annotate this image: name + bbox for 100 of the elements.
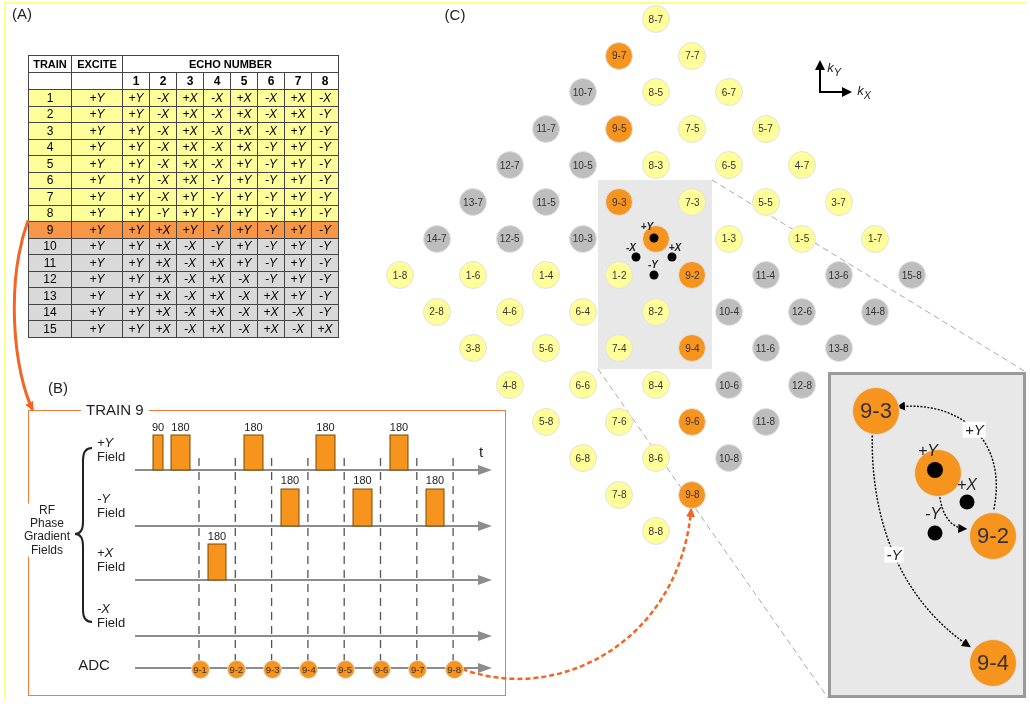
kspace-sample-circle: 11-4 bbox=[751, 261, 780, 290]
panel-letter: (A) bbox=[12, 5, 32, 23]
kspace-sample-circle: 8-4 bbox=[641, 371, 670, 399]
kspace-sample-circle: 5-7 bbox=[751, 114, 780, 143]
kspace-sample-circle: 11-7 bbox=[532, 114, 561, 143]
arrow bbox=[896, 402, 997, 510]
kspace-sample-circle: 9-8 bbox=[678, 480, 707, 509]
kspace-sample-circle: 5-8 bbox=[532, 407, 561, 436]
kspace-sample-circle: 1-2 bbox=[605, 261, 634, 290]
pulse-label: 180 bbox=[353, 473, 372, 487]
direction-label: +X bbox=[957, 476, 977, 494]
kspace-sample-circle: 7-8 bbox=[605, 480, 634, 509]
kspace-sample-circle: 1-8 bbox=[386, 261, 414, 290]
pulse-label: 180 bbox=[207, 529, 227, 543]
kspace-sample-circle: 5-5 bbox=[751, 188, 780, 216]
pulse-label: 180 bbox=[280, 473, 300, 487]
kspace-sample-circle: 4-6 bbox=[495, 297, 524, 326]
kspace-sample-circle: 1-7 bbox=[861, 224, 890, 253]
kspace-sample-circle: 11-8 bbox=[751, 407, 780, 436]
echo-circle: 9-4 bbox=[969, 639, 1017, 687]
kspace-sample-circle: 6-6 bbox=[568, 371, 597, 399]
pulse-label: 180 bbox=[171, 420, 190, 434]
adc-sample-circle: 9-3 bbox=[263, 659, 283, 679]
kspace-sample-circle: 7-7 bbox=[678, 41, 707, 70]
kspace-sample-circle: 1-6 bbox=[459, 261, 488, 290]
axis-label: k$_{X}$ bbox=[857, 84, 871, 102]
kspace-sample-circle: 10-8 bbox=[714, 444, 743, 473]
echo-circle: 9-3 bbox=[852, 387, 900, 435]
axis-label: +X Field bbox=[97, 545, 127, 575]
kspace-sample-circle: 4-8 bbox=[495, 371, 524, 399]
kspace-sample-circle: 10-7 bbox=[568, 78, 597, 107]
kspace-sample-circle: 10-3 bbox=[568, 224, 597, 253]
panel-letter: (C) bbox=[444, 6, 466, 24]
pulse-label: 180 bbox=[316, 420, 335, 434]
kspace-sample-circle: 8-3 bbox=[641, 151, 670, 180]
kspace-sample-circle: 1-3 bbox=[714, 224, 743, 253]
kspace-sample-circle: 14-8 bbox=[861, 297, 890, 326]
adc-sample-circle: 9-7 bbox=[408, 659, 428, 679]
kspace-sample-circle: 9-3 bbox=[605, 188, 634, 216]
direction-label: -Y bbox=[648, 258, 658, 270]
kspace-sample-circle: 7-6 bbox=[605, 407, 634, 436]
kspace-sample-circle: 12-5 bbox=[495, 224, 524, 253]
kspace-sample-circle: 13-8 bbox=[824, 334, 853, 363]
edge-label: +Y bbox=[962, 421, 986, 438]
axis-label: -X Field bbox=[97, 601, 127, 631]
kspace-sample-circle: 9-6 bbox=[678, 407, 707, 436]
kspace-sample-circle: 7-3 bbox=[678, 188, 707, 216]
axis-label: t bbox=[478, 443, 484, 461]
axis-label: -Y Field bbox=[97, 491, 127, 521]
direction-label: -Y bbox=[925, 505, 941, 523]
kspace-sample-circle: 10-4 bbox=[714, 297, 743, 326]
pulse-label: 180 bbox=[425, 473, 445, 487]
kspace-sample-circle: 9-5 bbox=[605, 114, 634, 143]
kspace-sample-circle: 9-7 bbox=[605, 41, 634, 70]
edge-label: -Y bbox=[884, 546, 904, 564]
kspace-sample-circle: 6-7 bbox=[714, 78, 743, 107]
brace-label: RF Phase Gradient Fields bbox=[21, 503, 73, 557]
kspace-sample-circle: 2-8 bbox=[422, 297, 451, 326]
kspace-sample-circle: 9-4 bbox=[678, 334, 707, 363]
kspace-sample-circle: 9-2 bbox=[678, 261, 707, 290]
panel-letter: (B) bbox=[48, 379, 68, 397]
adc-sample-circle: 9-8 bbox=[444, 659, 464, 679]
kspace-sample-circle: 8-7 bbox=[641, 5, 670, 33]
kspace-sample-circle: 10-5 bbox=[568, 151, 597, 180]
kspace-sample-circle bbox=[641, 224, 670, 253]
kspace-sample-circle: 3-8 bbox=[459, 334, 488, 363]
echo-circle: 9-2 bbox=[969, 512, 1017, 560]
kspace-sample-circle: 8-8 bbox=[641, 517, 670, 546]
kspace-sample-circle: 14-7 bbox=[422, 224, 451, 253]
kspace-sample-circle: 8-5 bbox=[641, 78, 670, 107]
kspace-sample-circle: 15-8 bbox=[897, 261, 926, 290]
adc-sample-circle: 9-1 bbox=[190, 659, 210, 679]
kspace-sample-circle: 13-7 bbox=[459, 188, 488, 216]
axis-label: +Y Field bbox=[97, 435, 127, 465]
kspace-sample-circle: 5-6 bbox=[532, 334, 561, 363]
adc-sample-circle: 9-4 bbox=[299, 659, 319, 679]
kspace-sample-circle: 8-6 bbox=[641, 444, 670, 473]
kspace-sample-circle: 10-6 bbox=[714, 371, 743, 399]
kspace-sample-circle: 1-5 bbox=[788, 224, 817, 253]
kspace-sample-circle: 7-5 bbox=[678, 114, 707, 143]
kspace-sample-circle: 11-5 bbox=[532, 188, 561, 216]
kspace-sample-circle: 6-4 bbox=[568, 297, 597, 326]
direction-label: -X bbox=[626, 241, 636, 253]
kspace-sample-circle: 13-6 bbox=[824, 261, 853, 290]
direction-label: +Y bbox=[640, 220, 654, 232]
kspace-sample-circle: 8-2 bbox=[641, 297, 670, 326]
kspace-sample-circle: 11-6 bbox=[751, 334, 780, 363]
adc-sample-circle: 9-2 bbox=[226, 659, 246, 679]
zoom-inset-panel bbox=[828, 372, 1026, 698]
axis-label: ADC bbox=[78, 656, 110, 674]
arrow bbox=[462, 507, 695, 681]
pulse-label: 180 bbox=[244, 420, 263, 434]
kspace-sample-circle: 1-4 bbox=[532, 261, 561, 290]
kspace-sample-circle: 12-8 bbox=[788, 371, 817, 399]
pulse-label: 90 bbox=[151, 420, 165, 434]
column-header: EXCITE bbox=[71, 55, 123, 73]
kspace-sample-circle: 12-7 bbox=[495, 151, 524, 180]
column-header: TRAIN bbox=[28, 55, 72, 73]
axis-label: k$_{Y}$ bbox=[827, 61, 841, 79]
adc-sample-circle: 9-5 bbox=[335, 659, 355, 679]
